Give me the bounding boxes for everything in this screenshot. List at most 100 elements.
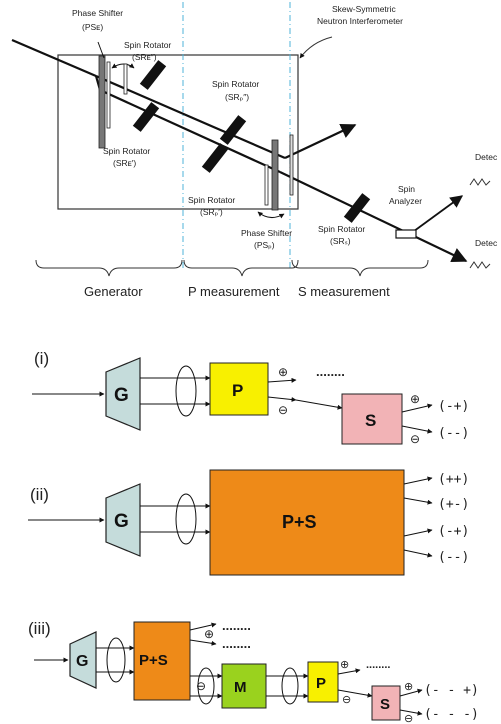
spin-rotator-e1-label-1: Spin Rotator — [103, 146, 150, 156]
panel-ii: (ii) G P+S (++) (+-) (-+) (--) — [28, 469, 469, 576]
panel-ii-g-label: G — [114, 511, 129, 532]
panel-iii-s-label: S — [380, 696, 390, 713]
panel-iii-s-out-plus — [399, 688, 423, 697]
phase-shifter-e-plate — [106, 61, 111, 129]
panel-iii-dots-1: ........ — [222, 618, 251, 633]
incoming-beam — [11, 38, 97, 78]
spin-rotator-p1-label-1: Spin Rotator — [188, 195, 235, 205]
panel-iii-s-plus: ⊕ — [404, 681, 413, 693]
panel-iii-g-label: G — [76, 653, 88, 670]
panel-iii-p-label: P — [316, 675, 326, 692]
spin-analyzer-label-1: Spin — [398, 184, 415, 194]
panel-iii-out-top: (- - +) — [424, 683, 479, 698]
spin-rotator-e2-label-2: (SRᴇ″) — [132, 52, 157, 62]
panel-iii-ps-label: P+S — [139, 652, 168, 669]
panel-iii-s-minus: ⊖ — [404, 713, 413, 724]
panel-iii-s-box — [371, 685, 401, 721]
spin-rotator-e2 — [132, 102, 160, 132]
panel-iii-generator — [69, 631, 97, 689]
panel-ii-out-3: (-+) — [438, 524, 469, 539]
panel-iii-dots-3: ........ — [366, 659, 390, 671]
interferometer-setup: Phase Shifter (PSᴇ) Spin Rotator (SRᴇ″) … — [11, 2, 498, 299]
spin-rotator-p1-label-2: (SRₚ′) — [200, 207, 223, 217]
panel-ii-out-2-arrow — [403, 497, 433, 505]
spin-rotator-e2-label-1: Spin Rotator — [124, 40, 171, 50]
panel-i-s-label: S — [365, 411, 376, 430]
panel-i-s-box — [341, 393, 403, 445]
phase-shifter-e-rotation — [111, 63, 135, 69]
brace-s-measurement — [291, 259, 429, 277]
spin-rotator-p1 — [201, 143, 229, 173]
panel-iii-s-out-minus — [399, 709, 423, 716]
interferometer-label-1: Skew-Symmetric — [332, 4, 397, 14]
interferometer-frame — [57, 54, 299, 210]
detector-upper-label: Detec — [475, 152, 498, 162]
panel-iii-ps-out-up2 — [189, 639, 217, 646]
panel-i: (i) G P ⊕ ⊖ ........ S ⊕ ⊖ (-+) (--) — [32, 349, 469, 446]
panel-ii-ps-box — [209, 469, 405, 576]
panel-iii-ps-minus: ⊖ — [196, 679, 206, 693]
panel-i-s-out-plus — [401, 403, 433, 413]
panel-ii-ps-label: P+S — [282, 512, 317, 532]
spin-analyzer — [395, 229, 417, 239]
detector-lower-label: Detec — [475, 238, 498, 248]
spin-rotator-e2-plate — [123, 63, 128, 95]
panel-iii-rotator-3 — [281, 667, 299, 705]
panel-i-p-out-plus — [267, 377, 297, 383]
panel-iii-p-out-plus — [337, 668, 361, 675]
panel-ii-out-1-arrow — [403, 476, 433, 485]
spin-rotator-p2-label-1: Spin Rotator — [212, 79, 259, 89]
beam-lower-path-2 — [99, 88, 281, 174]
panel-i-dots: ........ — [316, 364, 345, 379]
interferometer-label-2: Neutron Interferometer — [317, 16, 403, 26]
panel-iii-m-box — [221, 663, 267, 709]
brace-p-measurement — [183, 259, 299, 277]
panel-iii-p-minus: ⊖ — [342, 694, 351, 706]
panel-i-s-out-minus — [401, 425, 433, 434]
panel-i-label: (i) — [34, 349, 49, 368]
spin-rotator-p2 — [219, 115, 247, 145]
panel-iii-ps-out-up — [189, 622, 217, 631]
phase-shifter-e-label-1: Phase Shifter — [72, 8, 123, 18]
spin-analyzer-label-2: Analyzer — [389, 196, 422, 206]
panel-i-out-top: (-+) — [438, 399, 469, 414]
panel-iii-p-box — [307, 661, 339, 703]
detector-upper-icon — [469, 178, 491, 186]
phase-shifter-e-indicator — [97, 41, 105, 59]
panel-i-p-box — [209, 362, 269, 416]
brace-generator — [35, 259, 183, 277]
panel-ii-rotator — [175, 493, 197, 545]
phase-shifter-e-label-2: (PSᴇ) — [82, 22, 103, 32]
spin-rotator-e1 — [139, 60, 167, 90]
panel-i-p-minus: ⊖ — [278, 403, 288, 417]
phase-shifter-p-label-1: Phase Shifter — [241, 228, 292, 238]
beam-upper-path — [95, 74, 286, 160]
panel-i-p-out-minus — [267, 396, 297, 403]
panel-i-p-plus: ⊕ — [278, 365, 288, 379]
stage-p-label: P measurement — [188, 284, 280, 299]
panel-iii-rotator-1 — [106, 637, 126, 683]
exit-beam-main — [279, 171, 468, 262]
panel-iii-out-bottom: (- - -) — [424, 707, 479, 722]
phase-shifter-e — [98, 55, 106, 149]
spin-rotator-s — [343, 193, 371, 223]
panel-iii-rotator-2 — [197, 667, 215, 705]
panel-iii-label: (iii) — [28, 619, 51, 638]
panel-iii-p-out-minus — [337, 689, 373, 698]
stage-s-label: S measurement — [298, 284, 390, 299]
panel-i-g-label: G — [114, 385, 129, 406]
panel-ii-out-2: (+-) — [438, 497, 469, 512]
panel-iii-ps-box — [133, 621, 191, 701]
stage-generator-label: Generator — [84, 284, 143, 299]
panel-i-to-s — [295, 399, 343, 410]
panel-iii: (iii) G P+S ⊕ ........ ........ ⊖ M P ⊕ … — [28, 618, 479, 724]
spin-rotator-p2-label-2: (SRₚ″) — [225, 92, 249, 102]
detector-beam-upper — [409, 195, 464, 235]
phase-shifter-p-plate — [264, 164, 269, 206]
panel-i-s-minus: ⊖ — [410, 432, 420, 446]
panel-ii-out-4-arrow — [403, 549, 433, 558]
panel-ii-label: (ii) — [30, 485, 49, 504]
phase-shifter-p-plate-2 — [289, 134, 294, 196]
spin-rotator-s-label-2: (SRₛ) — [330, 236, 351, 246]
panel-ii-out-1: (++) — [438, 472, 469, 487]
